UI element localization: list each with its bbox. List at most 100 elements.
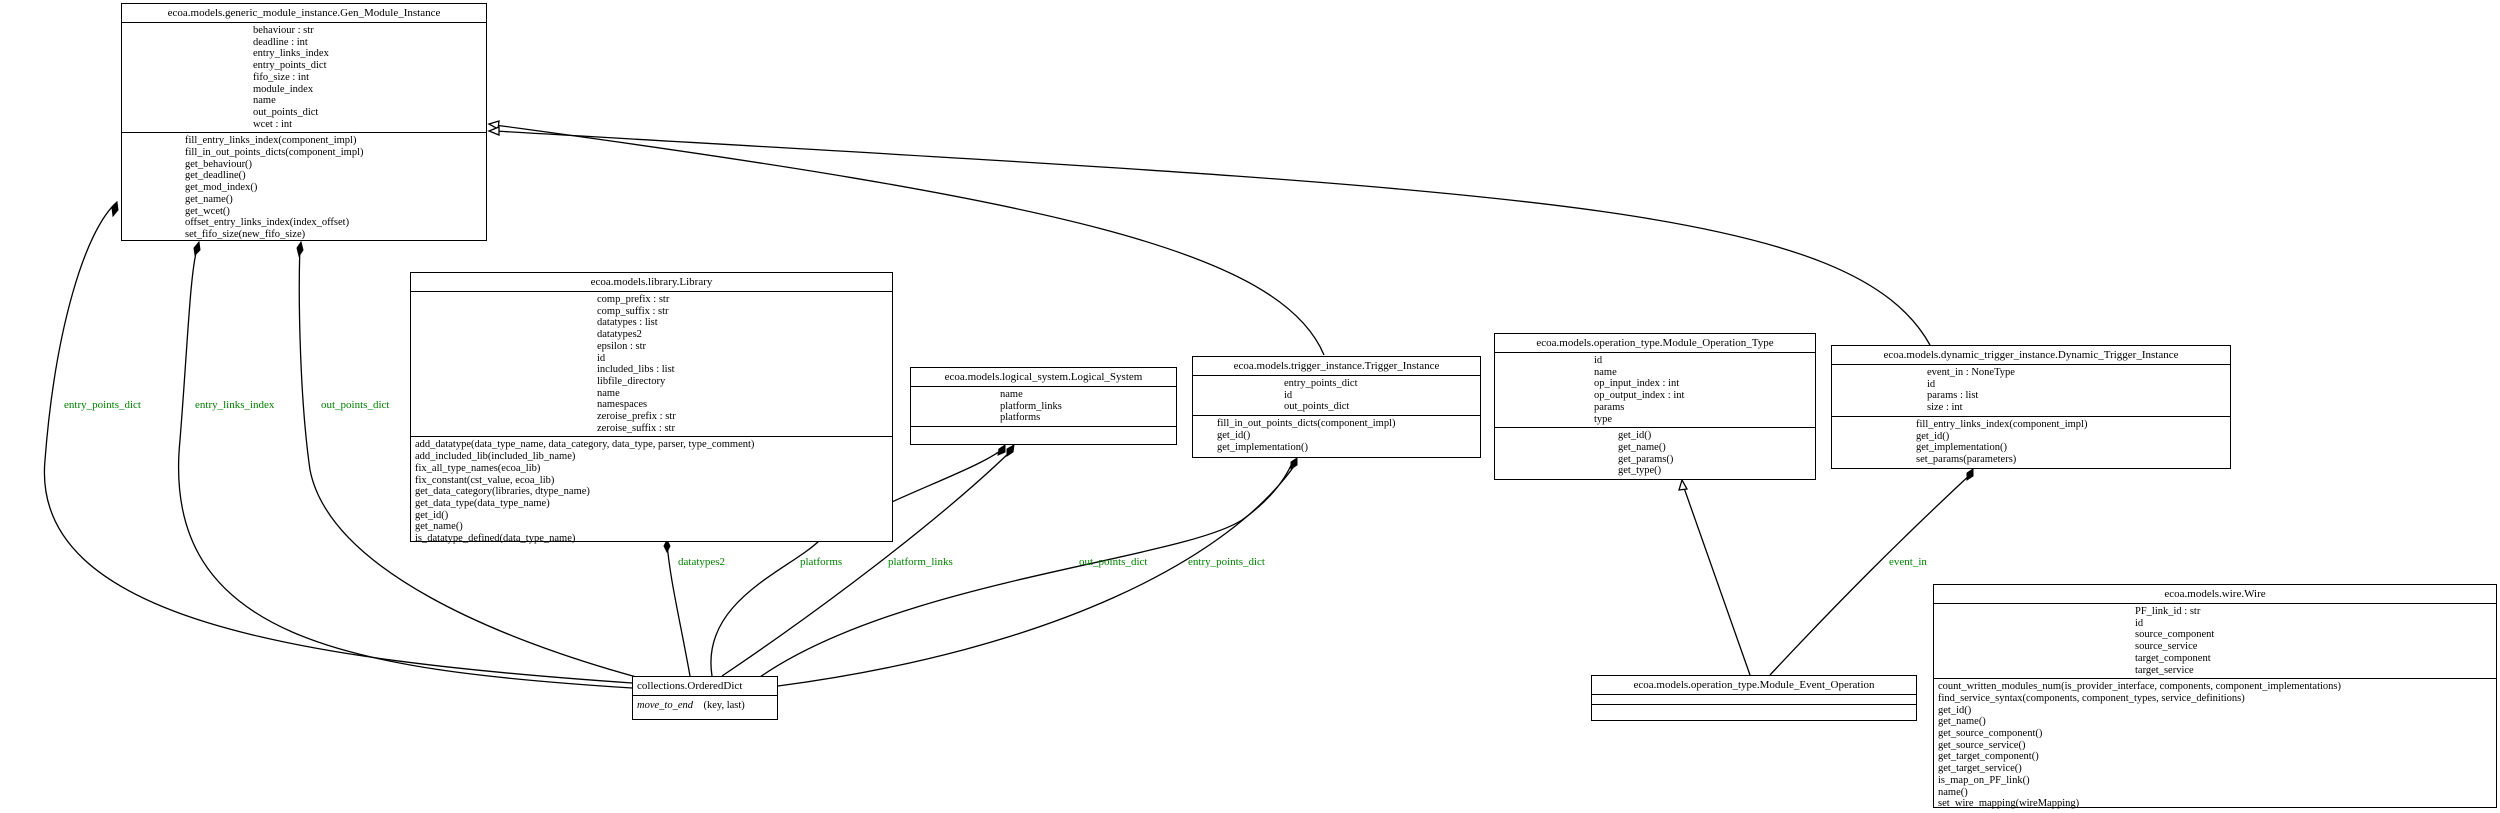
attribute-item: target_service — [2135, 664, 2194, 676]
method-list — [1592, 705, 1916, 717]
edge-label-platforms: platforms — [800, 556, 843, 568]
composition-diamond-gmi-1 — [111, 200, 119, 218]
class-ordered-dict: collections.OrderedDict move_to_end (key… — [632, 676, 778, 720]
method-item: count_written_modules_num(is_provider_in… — [1938, 681, 2341, 693]
method-item: add_included_lib(included_lib_name) — [415, 451, 576, 463]
attribute-item: name — [597, 387, 620, 399]
method-item: fix_constant(cst_value, ecoa_lib) — [415, 474, 555, 486]
attribute-list — [1592, 695, 1916, 705]
attribute-item: id — [1927, 378, 1936, 390]
method-item: is_map_on_PF_link() — [1938, 774, 2030, 786]
class-title: ecoa.models.logical_system.Logical_Syste… — [911, 368, 1176, 387]
method-item: get_id() — [415, 509, 449, 521]
composition-diamond-ls-1 — [997, 444, 1006, 456]
edge-label-entry-points-dict-ti: entry_points_dict — [1188, 556, 1265, 568]
method-item: get_implementation() — [1217, 441, 1308, 453]
method-item: fill_in_out_points_dicts(component_impl) — [185, 147, 364, 159]
method-item: set_wire_mapping(wireMapping) — [1938, 798, 2080, 810]
method-item: find_service_syntax(components, componen… — [1938, 692, 2245, 704]
attribute-item: params — [1594, 401, 1625, 413]
class-gen-module-instance: ecoa.models.generic_module_instance.Gen_… — [121, 3, 487, 241]
composition-diamond-lib — [663, 538, 671, 554]
method-item: fill_in_out_points_dicts(component_impl) — [1217, 418, 1396, 430]
edge-event-in — [1769, 471, 1974, 676]
attribute-item: op_output_index : int — [1594, 390, 1685, 402]
attribute-item: comp_suffix : str — [597, 305, 669, 317]
attribute-item: datatypes2 — [597, 329, 642, 341]
method-item: fix_all_type_names(ecoa_lib) — [415, 462, 541, 474]
method-list: move_to_end (key, last) — [633, 696, 777, 714]
method-item: get_data_type(data_type_name) — [415, 497, 550, 509]
method-item: add_datatype(data_type_name, data_catego… — [415, 439, 755, 451]
method-item: get_id() — [1938, 704, 1972, 716]
attribute-item: type — [1594, 413, 1613, 425]
attribute-item: libfile_directory — [597, 375, 666, 387]
method-item: get_type() — [1618, 465, 1662, 477]
class-title: ecoa.models.generic_module_instance.Gen_… — [122, 4, 486, 23]
method-item: get_id() — [1618, 430, 1652, 442]
method-item: get_mod_index() — [185, 182, 258, 194]
method-item: set_fifo_size(new_fifo_size) — [185, 228, 306, 240]
attribute-item: id — [1594, 355, 1603, 366]
attribute-item: behaviour : str — [253, 25, 314, 36]
method-item: get_source_component() — [1938, 728, 2043, 740]
method-item: set_params(parameters) — [1916, 453, 2017, 465]
method-item: fill_entry_links_index(component_impl) — [185, 135, 357, 147]
method-item: get_name() — [1938, 716, 1986, 728]
method-item: get_behaviour() — [185, 158, 253, 170]
edge-label-datatypes2: datatypes2 — [678, 556, 726, 568]
method-list: get_id()get_name()get_params()get_type() — [1495, 428, 1815, 479]
composition-diamond-ti — [1290, 457, 1298, 470]
class-title: ecoa.models.trigger_instance.Trigger_Ins… — [1193, 357, 1480, 376]
inherit-arrowhead-dti — [487, 126, 500, 136]
attribute-item: module_index — [253, 83, 314, 95]
attribute-item: name — [253, 95, 276, 107]
attribute-item: out_points_dict — [253, 106, 319, 118]
attribute-item: entry_points_dict — [1284, 378, 1358, 389]
attribute-item: source_component — [2135, 629, 2215, 641]
attribute-item: wcet : int — [253, 118, 293, 130]
attribute-item: out_points_dict — [1284, 401, 1350, 413]
method-item: get_target_service() — [1938, 763, 2022, 775]
attribute-item: name — [1594, 366, 1617, 378]
edge-platform-links — [721, 448, 1014, 677]
class-dynamic-trigger-instance: ecoa.models.dynamic_trigger_instance.Dyn… — [1831, 345, 2231, 469]
class-trigger-instance: ecoa.models.trigger_instance.Trigger_Ins… — [1192, 356, 1481, 458]
class-title: collections.OrderedDict — [633, 677, 777, 696]
method-list: fill_entry_links_index(component_impl)fi… — [122, 133, 486, 242]
method-item: get_source_service() — [1938, 739, 2026, 751]
edge-label-out-points-dict-gmi: out_points_dict — [321, 399, 390, 411]
class-library: ecoa.models.library.Library comp_prefix … — [410, 272, 893, 544]
attribute-item: zeroise_suffix : str — [597, 422, 675, 434]
edge-label-entry-links-index: entry_links_index — [195, 399, 275, 411]
attribute-item: platform_links — [1000, 400, 1062, 412]
class-title: ecoa.models.operation_type.Module_Event_… — [1592, 676, 1916, 695]
class-title: ecoa.models.dynamic_trigger_instance.Dyn… — [1832, 346, 2230, 365]
attribute-item: source_service — [2135, 641, 2198, 653]
edge-label-entry-points-dict-gmi: entry_points_dict — [64, 399, 141, 411]
method-item: get_params() — [1618, 453, 1674, 465]
attribute-item: epsilon : str — [597, 340, 646, 352]
attribute-item: comp_prefix : str — [597, 294, 670, 305]
method-item: get_name() — [1618, 441, 1666, 453]
method-item: get_name() — [415, 521, 463, 533]
class-title: ecoa.models.wire.Wire — [1934, 585, 2496, 604]
method-item: get_id() — [1916, 430, 1950, 442]
attribute-item: PF_link_id : str — [2135, 606, 2201, 617]
method-item: offset_entry_links_index(index_offset) — [185, 217, 350, 229]
edge-entry-links-index — [177, 244, 633, 689]
attribute-item: entry_links_index — [253, 48, 329, 60]
attribute-item: id — [597, 352, 606, 364]
method-list: fill_entry_links_index(component_impl)ge… — [1832, 417, 2230, 468]
method-list: fill_in_out_points_dicts(component_impl)… — [1193, 416, 1480, 455]
method-list: add_datatype(data_type_name, data_catego… — [411, 437, 892, 546]
edge-label-event-in: event_in — [1889, 556, 1927, 568]
edge-inherit-trigger-instance — [494, 124, 1325, 356]
method-item: is_datatype_defined(data_type_name) — [415, 533, 576, 545]
inherit-arrowhead-ti — [487, 120, 500, 131]
